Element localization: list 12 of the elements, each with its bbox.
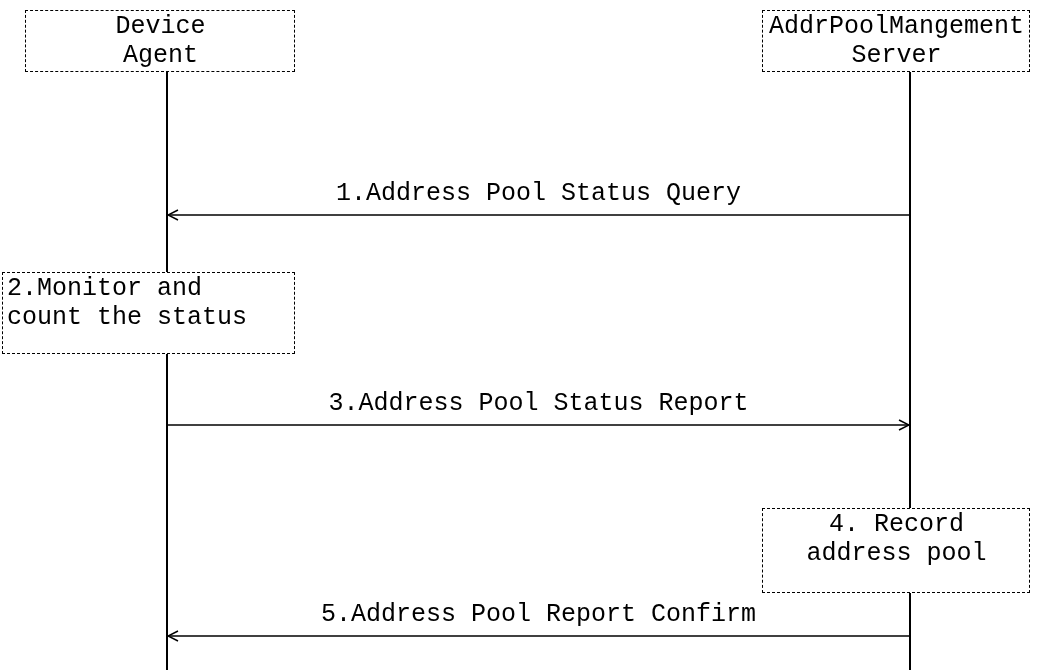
process-box (25, 10, 295, 72)
box-label: 2.Monitor and count the status (7, 274, 249, 332)
box-label: Device Agent (114, 12, 207, 70)
process-box (2, 272, 295, 354)
box-label: 4. Record address pool (805, 510, 988, 568)
message-arrow (167, 630, 910, 642)
lifeline (909, 72, 911, 670)
box-label: AddrPoolMangement Server (768, 12, 1025, 70)
process-box (762, 508, 1030, 593)
lifeline (166, 72, 168, 670)
message-arrow (167, 209, 910, 221)
message-arrow (167, 419, 910, 431)
